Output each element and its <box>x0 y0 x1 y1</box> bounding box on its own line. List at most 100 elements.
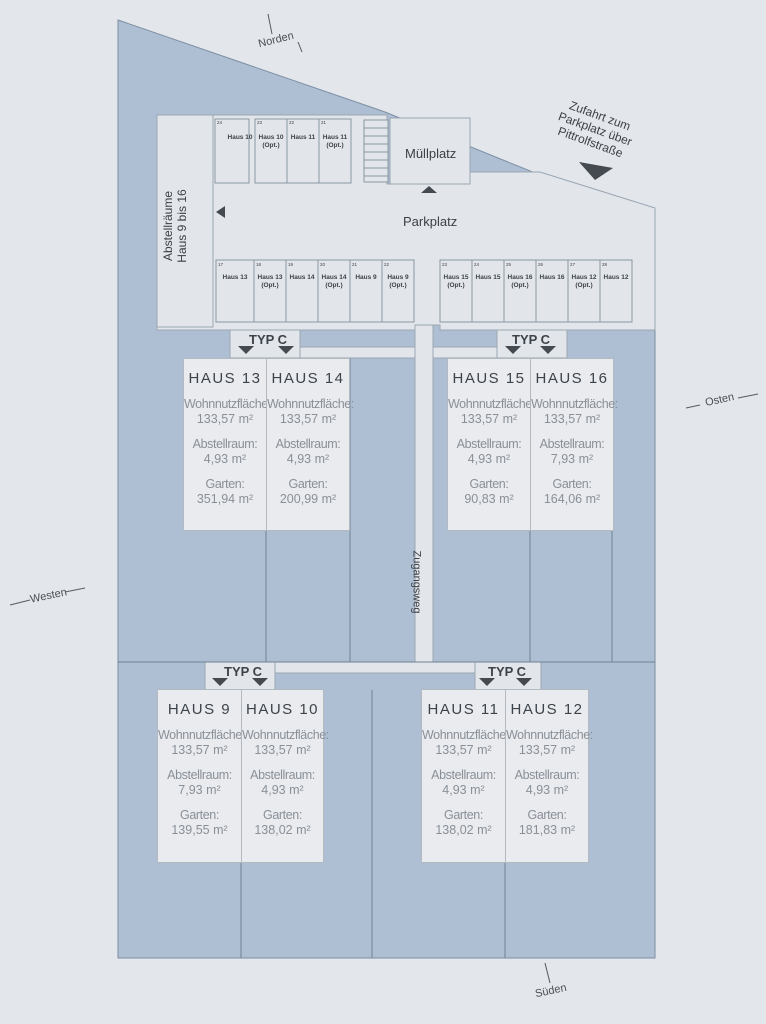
stall-label: Haus 10 <box>227 134 253 141</box>
house-14-card[interactable]: HAUS 14 Wohnnutzfläche: 133,57 m² Abstel… <box>266 358 354 531</box>
house-name: HAUS 15 <box>452 370 526 387</box>
living-area-label: Wohnnutzfläche: <box>448 397 535 411</box>
storage-area-label: Abstellraum: <box>167 768 232 782</box>
house-name: HAUS 14 <box>271 370 345 387</box>
living-area-value: 133,57 m² <box>254 743 311 757</box>
stall-number: 27 <box>570 262 576 267</box>
waste-area-label: Müllplatz <box>405 146 457 161</box>
stall-number: 21 <box>352 262 358 267</box>
garden-area-label: Garten: <box>180 808 219 822</box>
storage-area-label: Abstellraum: <box>514 768 580 782</box>
type-label: TYP C <box>488 664 527 679</box>
storage-label-line-2: Haus 9 bis 16 <box>175 189 189 263</box>
living-area-value: 133,57 m² <box>460 412 518 426</box>
house-15-card[interactable]: HAUS 15 Wohnnutzfläche: 133,57 m² Abstel… <box>447 358 535 531</box>
storage-area-value: 4,93 m² <box>203 452 247 466</box>
living-area-label: Wohnnutzfläche: <box>184 397 271 411</box>
garden-area-label: Garten: <box>205 477 245 491</box>
living-area-label: Wohnnutzfläche: <box>531 397 618 411</box>
garden-area-value: 164,06 m² <box>543 492 601 506</box>
house-12-card[interactable]: HAUS 12 Wohnnutzfläche: 133,57 m² Abstel… <box>505 689 593 863</box>
stall-number: 23 <box>257 120 263 125</box>
storage-label-line-1: Abstellräume <box>161 190 175 262</box>
living-area-label: Wohnnutzfläche: <box>158 728 245 742</box>
garden-area-value: 200,99 m² <box>279 492 337 506</box>
living-area-value: 133,57 m² <box>435 743 492 757</box>
stall-label: Haus 13 <box>222 274 248 281</box>
garden-area-label: Garten: <box>469 477 509 491</box>
living-area-value: 133,57 m² <box>171 743 228 757</box>
house-name: HAUS 12 <box>510 701 584 718</box>
living-area-label: Wohnnutzfläche: <box>506 728 593 742</box>
stall-label: Haus 16 (Opt.) <box>507 274 533 289</box>
stall-number: 21 <box>321 120 327 125</box>
stall-label: Haus 9 (Opt.) <box>387 274 409 289</box>
living-area-value: 133,57 m² <box>543 412 601 426</box>
storage-area-value: 7,93 m² <box>550 452 594 466</box>
storage-area-label: Abstellraum: <box>456 437 522 451</box>
stall-label: Haus 15 <box>475 274 501 281</box>
type-label: TYP C <box>249 332 288 347</box>
arrows <box>212 162 613 686</box>
living-area-value: 133,57 m² <box>518 743 576 757</box>
storage-area-label: Abstellraum: <box>539 437 605 451</box>
stall-number: 18 <box>256 262 262 267</box>
stairs <box>363 119 389 183</box>
stall-number: 19 <box>288 262 294 267</box>
house-10-card[interactable]: HAUS 10 Wohnnutzfläche: 133,57 m² Abstel… <box>241 689 329 863</box>
storage-area-label: Abstellraum: <box>250 768 315 782</box>
storage-area-label: Abstellraum: <box>275 437 341 451</box>
parking-stalls-bottom <box>215 259 633 323</box>
stall-number: 28 <box>602 262 608 267</box>
stall-number: 26 <box>538 262 544 267</box>
house-name: HAUS 13 <box>188 370 262 387</box>
house-name: HAUS 9 <box>167 701 232 718</box>
stall-label: Haus 12 (Opt.) <box>571 274 597 289</box>
garden-area-label: Garten: <box>288 477 328 491</box>
garden-area-value: 351,94 m² <box>196 492 254 506</box>
living-area-label: Wohnnutzfläche: <box>242 728 329 742</box>
stall-number: 22 <box>384 262 390 267</box>
living-area-value: 133,57 m² <box>196 412 254 426</box>
stall-number: 23 <box>442 262 448 267</box>
stall-number: 24 <box>474 262 480 267</box>
storage-area-label: Abstellraum: <box>192 437 258 451</box>
garden-lines <box>118 358 655 958</box>
living-area-value: 133,57 m² <box>279 412 337 426</box>
stall-label: Haus 16 <box>539 274 565 281</box>
house-13-card[interactable]: HAUS 13 Wohnnutzfläche: 133,57 m² Abstel… <box>183 358 271 531</box>
stall-label: Haus 13 (Opt.) <box>257 274 283 289</box>
type-label: TYP C <box>224 664 263 679</box>
house-11-card[interactable]: HAUS 11 Wohnnutzfläche: 133,57 m² Abstel… <box>421 689 509 863</box>
path-label: Zugangsweg <box>410 550 423 614</box>
garden-area-label: Garten: <box>527 808 567 822</box>
house-16-card[interactable]: HAUS 16 Wohnnutzfläche: 133,57 m² Abstel… <box>530 358 618 531</box>
garden-area-value: 181,83 m² <box>518 823 576 837</box>
stall-label: Haus 14 (Opt.) <box>321 274 347 289</box>
storage-area-value: 4,93 m² <box>286 452 330 466</box>
garden-area-value: 138,02 m² <box>435 823 492 837</box>
living-area-label: Wohnnutzfläche: <box>267 397 354 411</box>
storage-area-value: 4,93 m² <box>467 452 511 466</box>
storage-block <box>156 114 214 328</box>
house-name: HAUS 10 <box>245 701 320 718</box>
type-label: TYP C <box>512 332 551 347</box>
stall-number: 25 <box>506 262 512 267</box>
paths <box>204 324 568 691</box>
stall-label: Haus 11 (Opt.) <box>322 134 348 149</box>
garden-area-value: 90,83 m² <box>464 492 514 506</box>
waste-area <box>389 117 471 185</box>
compass-ticks <box>9 13 759 984</box>
stall-number: 22 <box>289 120 295 125</box>
stall-number: 24 <box>217 120 223 125</box>
parking-area-label: Parkplatz <box>403 214 458 229</box>
garden-area-value: 139,55 m² <box>171 823 228 837</box>
storage-area-value: 4,93 m² <box>442 783 485 797</box>
storage-area-value: 7,93 m² <box>178 783 221 797</box>
house-name: HAUS 16 <box>535 370 609 387</box>
house-9-card[interactable]: HAUS 9 Wohnnutzfläche: 133,57 m² Abstell… <box>157 689 245 863</box>
stall-label: Haus 12 <box>603 274 629 281</box>
stall-label: Haus 14 <box>289 274 315 281</box>
